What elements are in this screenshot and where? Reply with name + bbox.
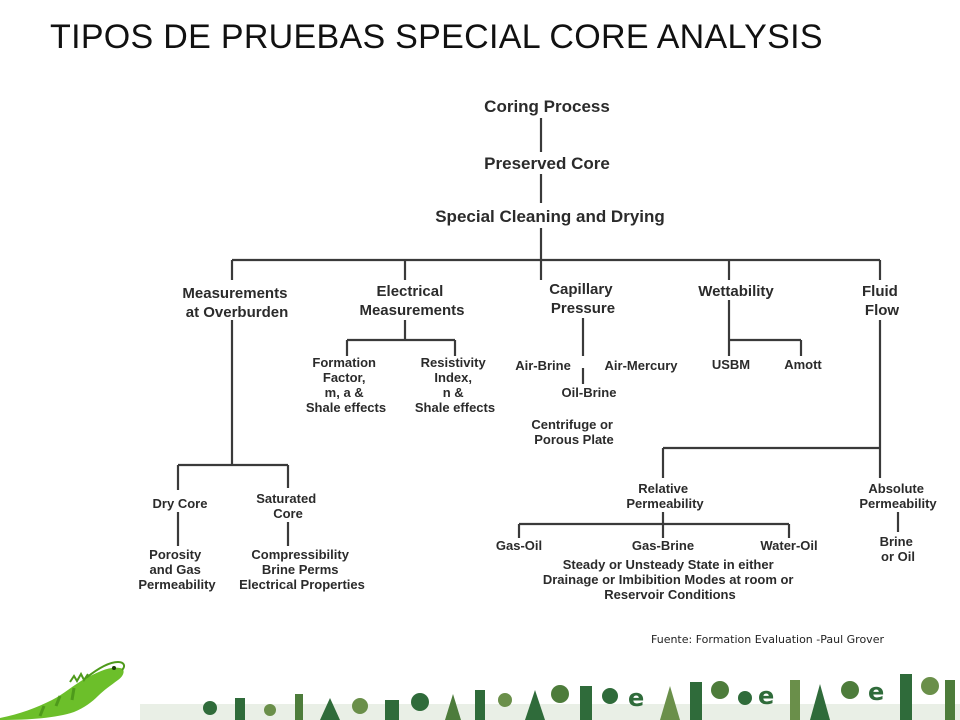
- node-capillary-pressure: Capillary Pressure: [549, 281, 617, 317]
- node-air-brine: Air-Brine: [515, 358, 571, 373]
- node-steady-unsteady-state: Steady or Unsteady State in either Drain…: [543, 557, 797, 602]
- node-gas-oil: Gas-Oil: [496, 538, 542, 553]
- slide-title: TIPOS DE PRUEBAS SPECIAL CORE ANALYSIS: [50, 18, 823, 56]
- node-oil-brine: Oil-Brine: [562, 385, 617, 400]
- node-preserved-core: Preserved Core: [484, 154, 610, 173]
- node-saturated-core: Saturated Core: [256, 491, 320, 521]
- node-amott: Amott: [784, 357, 822, 372]
- node-air-mercury: Air-Mercury: [605, 358, 679, 373]
- svg-text:e: e: [758, 682, 774, 710]
- node-relative-permeability: Relative Permeability: [626, 481, 704, 511]
- eco-pattern-strip: e e e: [140, 674, 960, 720]
- source-citation: Fuente: Formation Evaluation -Paul Grove…: [651, 633, 884, 646]
- node-water-oil: Water-Oil: [760, 538, 817, 553]
- svg-text:e: e: [868, 678, 884, 706]
- node-resistivity-index: Resistivity Index, n & Shale effects: [415, 355, 495, 415]
- node-electrical-measurements: Electrical Measurements: [359, 283, 464, 319]
- svg-text:e: e: [628, 684, 644, 712]
- node-special-cleaning-drying: Special Cleaning and Drying: [435, 207, 665, 226]
- node-brine-or-oil: Brine or Oil: [880, 534, 917, 564]
- node-porosity-gas-permeability: Porosity and Gas Permeability: [138, 547, 216, 592]
- node-usbm: USBM: [712, 357, 750, 372]
- node-centrifuge-porous-plate: Centrifuge or Porous Plate: [531, 417, 616, 447]
- node-absolute-permeability: Absolute Permeability: [859, 481, 937, 511]
- eco-footer-banner: e e e: [0, 660, 960, 720]
- node-compressibility: Compressibility Brine Perms Electrical P…: [239, 547, 365, 592]
- node-wettability: Wettability: [698, 283, 774, 300]
- iguana-logo: [0, 660, 126, 720]
- sca-flowchart: Coring Process Preserved Core Special Cl…: [138, 97, 937, 602]
- node-dry-core: Dry Core: [153, 496, 208, 511]
- node-measurements-at-overburden: Measurements at Overburden: [182, 285, 291, 321]
- node-coring-process: Coring Process: [484, 97, 610, 116]
- node-gas-brine: Gas-Brine: [632, 538, 694, 553]
- node-fluid-flow: Fluid Flow: [862, 283, 902, 319]
- connector-lines: [176, 118, 900, 546]
- node-formation-factor: Formation Factor, m, a & Shale effects: [306, 355, 386, 415]
